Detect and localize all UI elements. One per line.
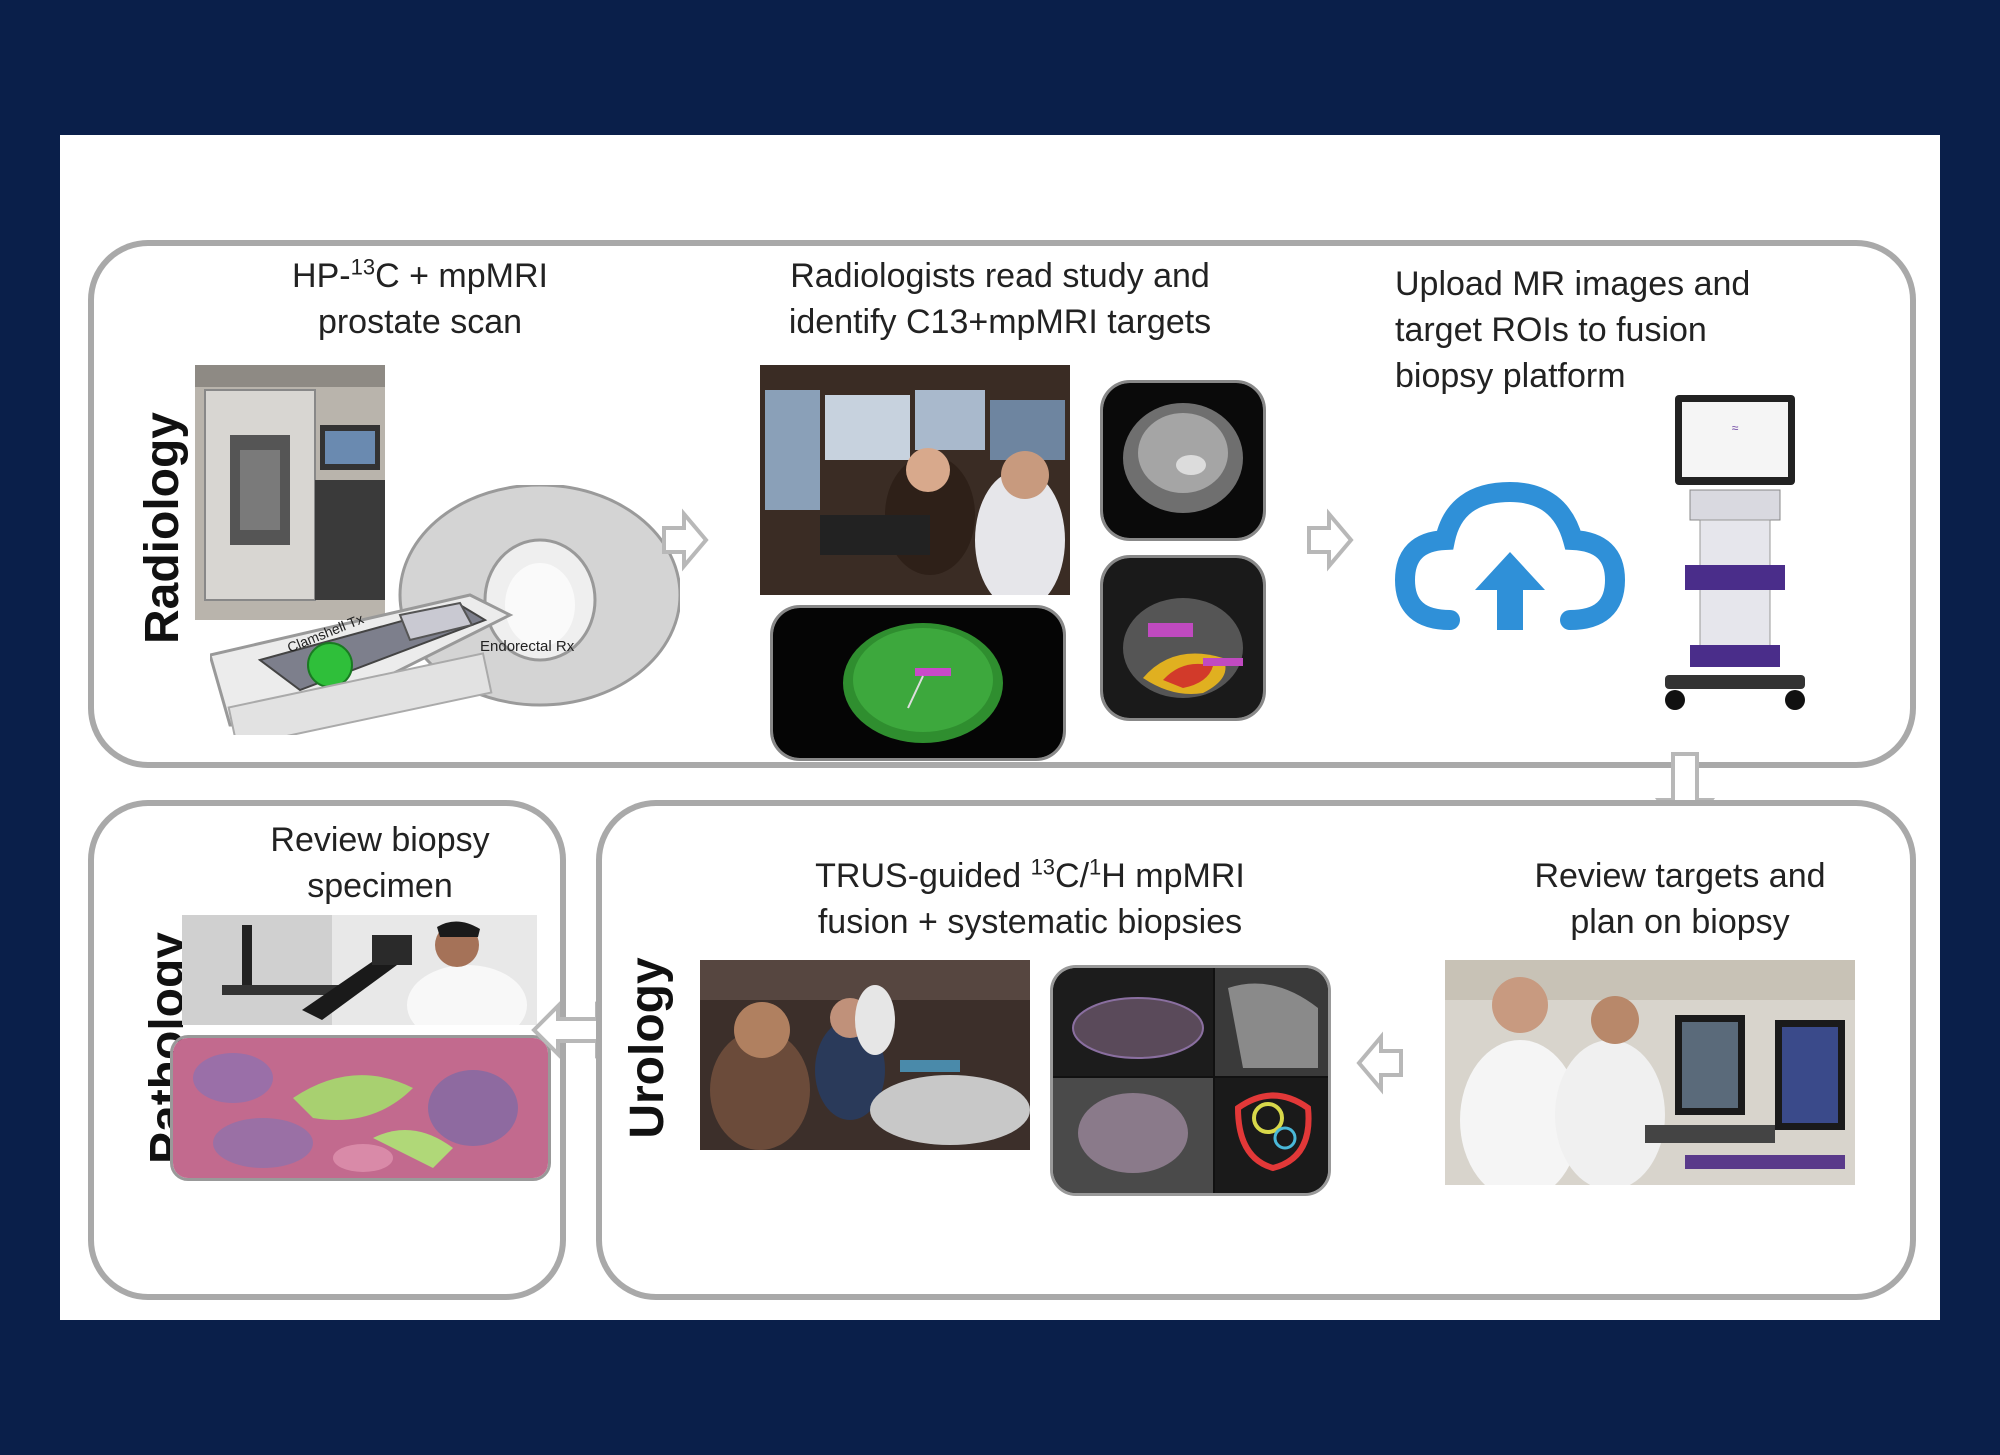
biopsy-procedure-photo	[700, 960, 1030, 1150]
urology-label: Urology	[621, 957, 674, 1139]
left-arrow-icon	[1356, 1031, 1403, 1095]
prostate-segmentation-image	[770, 605, 1066, 761]
histology-slide-image	[170, 1035, 551, 1181]
endorectal-rx-label: Endorectal Rx	[480, 638, 575, 655]
radiology-label: Radiology	[136, 412, 189, 645]
cloud-upload-icon	[1394, 481, 1626, 630]
hyperpolarizer-photo	[195, 365, 385, 620]
mri-scanner-illustration	[210, 485, 680, 735]
svg-text:≈: ≈	[1732, 421, 1739, 435]
step-hp-scan-title: HP-13C + mpMRI prostate scan	[292, 254, 548, 341]
mri-dwi-image	[1100, 380, 1266, 541]
right-arrow-icon	[1307, 508, 1354, 572]
physicians-review-photo	[1445, 960, 1855, 1185]
right-arrow-icon	[662, 508, 709, 572]
fusion-mri-images	[1050, 965, 1331, 1196]
step-trus-biopsy-title: TRUS-guided 13C/1H mpMRI fusion + system…	[815, 854, 1245, 941]
radiologists-photo	[760, 365, 1070, 595]
step-review-specimen-title: Review biopsy specimen	[270, 821, 490, 905]
step-upload-title: Upload MR images and target ROIs to fusi…	[1395, 265, 1751, 395]
step-review-targets-title: Review targets and plan on biopsy	[1534, 857, 1826, 941]
mri-metabolic-overlay-image	[1100, 555, 1266, 721]
step-read-study-title: Radiologists read study and identify C13…	[788, 257, 1212, 341]
figure-canvas: Radiology HP-13C + mpMRI prostate scan	[60, 135, 1940, 1320]
fusion-biopsy-platform-image: ≈	[1660, 390, 1810, 720]
microscope-photo	[182, 915, 537, 1025]
